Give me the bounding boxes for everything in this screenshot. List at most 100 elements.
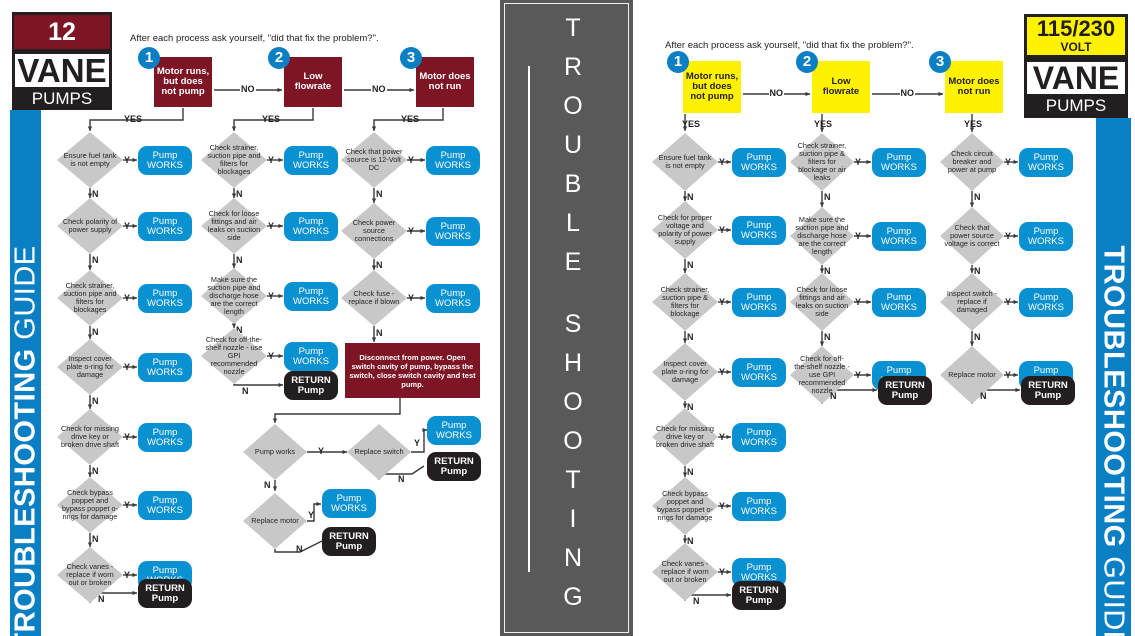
pump-works-badge: Pump WORKS xyxy=(427,416,481,445)
decision-diamond: Check for loose fittings and air leaks o… xyxy=(790,273,854,331)
action-box: Disconnect from power. Open switch cavit… xyxy=(345,343,480,398)
arrow-head xyxy=(726,434,731,440)
no-label: N xyxy=(376,260,383,270)
pump-works-badge: Pump WORKS xyxy=(138,146,192,175)
banner-letter: H xyxy=(563,349,583,377)
arrow-head xyxy=(371,198,377,203)
arrow-head xyxy=(371,337,377,342)
yes-label: Y xyxy=(719,297,726,307)
yes-label: Y xyxy=(719,567,726,577)
step-number-1: 1 xyxy=(667,51,689,73)
arrow-head xyxy=(132,157,137,163)
no-label: N xyxy=(242,386,249,396)
arrow-head xyxy=(278,157,283,163)
no-label: N xyxy=(974,266,981,276)
arrow-head xyxy=(87,472,93,477)
diamond-text: Replace switch xyxy=(354,447,404,456)
vane-label: VANE xyxy=(15,54,109,87)
banner-letter: B xyxy=(564,170,582,198)
arrow-head xyxy=(231,193,237,198)
vane-label: VANE xyxy=(1027,62,1125,94)
right-guide-115-230v: TROUBLESHOOTING GUIDE 115/230 VOLT VANE … xyxy=(640,0,1135,636)
return-pump-badge: RETURN Pump xyxy=(732,581,786,610)
no-label: N xyxy=(236,189,243,199)
connector-line xyxy=(373,108,444,131)
yes-label: Y xyxy=(268,221,275,231)
banner-letter: E xyxy=(564,248,582,276)
left-sidebar xyxy=(10,110,41,636)
no-label: N xyxy=(687,192,694,202)
yes-label: Y xyxy=(855,231,862,241)
return-pump-badge: RETURN Pump xyxy=(427,452,481,481)
arrow-head xyxy=(726,299,731,305)
volt-word: VOLT xyxy=(1060,40,1092,54)
arrow-head xyxy=(866,372,871,378)
arrow-head xyxy=(87,334,93,339)
no-label: N xyxy=(92,255,99,265)
diamond-text: Check for loose fittings and air leaks o… xyxy=(795,285,849,318)
yes-label: Y xyxy=(719,225,726,235)
yes-label: Y xyxy=(124,432,131,442)
diamond-text: Pump works xyxy=(254,447,296,456)
step-number-2: 2 xyxy=(268,47,290,69)
arrow-head xyxy=(726,503,731,509)
no-label: NO xyxy=(899,88,915,98)
arrow-head xyxy=(682,268,688,273)
arrow-head xyxy=(231,263,237,268)
arrow-head xyxy=(342,449,347,455)
brand-badge-115-230v: 115/230 VOLT VANE PUMPS xyxy=(1024,14,1128,118)
pumps-label: PUMPS xyxy=(1045,96,1107,115)
decision-diamond: Check for missing drive key or broken dr… xyxy=(57,409,123,465)
pumps-label: PUMPS xyxy=(31,89,93,108)
diamond-text: Check fuse - replace if blown xyxy=(348,289,400,306)
decision-diamond: Check power source connections xyxy=(341,203,407,259)
yes-label: Y xyxy=(855,370,862,380)
no-label: N xyxy=(824,266,831,276)
no-label: N xyxy=(824,192,831,202)
diamond-text: Replace motor xyxy=(251,516,299,525)
replace-switch-diamond: Replace switch xyxy=(347,424,411,480)
arrow-head xyxy=(682,538,688,543)
arrow-head xyxy=(132,572,137,578)
banner-letter: I xyxy=(569,505,577,533)
arrow-head xyxy=(726,569,731,575)
diamond-text: Check strainer, suction pipe and filters… xyxy=(207,143,261,176)
diamond-text: Check for missing drive key or broken dr… xyxy=(656,424,715,449)
diamond-text: Inspect cover plate o-ring for damage xyxy=(66,354,114,379)
decision-diamond: Check strainer, suction pipe & filters f… xyxy=(790,133,854,191)
pump-works-badge: Pump WORKS xyxy=(284,146,338,175)
diamond-text: Check polarity of power supply xyxy=(62,217,118,234)
return-pump-badge: RETURN Pump xyxy=(878,376,932,405)
arrow-head xyxy=(682,126,688,131)
pump-works-badge: Pump WORKS xyxy=(872,222,926,251)
banner-letter: T xyxy=(565,14,581,42)
diamond-text: Check power source connections xyxy=(352,218,396,243)
yes-label: Y xyxy=(408,155,415,165)
connector-line xyxy=(274,540,323,553)
arrow-head xyxy=(1013,233,1018,239)
decision-diamond: Make sure the suction pipe and discharge… xyxy=(201,268,267,324)
decision-diamond: Inspect switch - replace if damaged xyxy=(940,273,1004,331)
no-label: N xyxy=(376,189,383,199)
arrow-head xyxy=(87,542,93,547)
return-pump-badge: RETURN Pump xyxy=(1021,376,1075,405)
pump-works-badge: Pump WORKS xyxy=(872,148,926,177)
no-label: N xyxy=(92,396,99,406)
yes-label: Y xyxy=(855,157,862,167)
banner-letter: S xyxy=(564,310,582,338)
arrow-head xyxy=(409,87,414,93)
no-label: N xyxy=(974,332,981,342)
no-label: N xyxy=(824,332,831,342)
arrow-head xyxy=(420,228,425,234)
connector-line xyxy=(233,108,314,131)
no-label: N xyxy=(92,327,99,337)
arrow-head xyxy=(866,233,871,239)
no-label: N xyxy=(687,260,694,270)
arrow-head xyxy=(726,227,731,233)
yes-label: Y xyxy=(124,221,131,231)
yes-label: Y xyxy=(1005,231,1012,241)
diamond-text: Check that power source is 12-Volt DC xyxy=(345,147,403,172)
diamond-text: Make sure the suction pipe and discharge… xyxy=(795,215,849,256)
diamond-text: Check circuit breaker and power at pump xyxy=(947,149,997,174)
arrow-head xyxy=(132,295,137,301)
